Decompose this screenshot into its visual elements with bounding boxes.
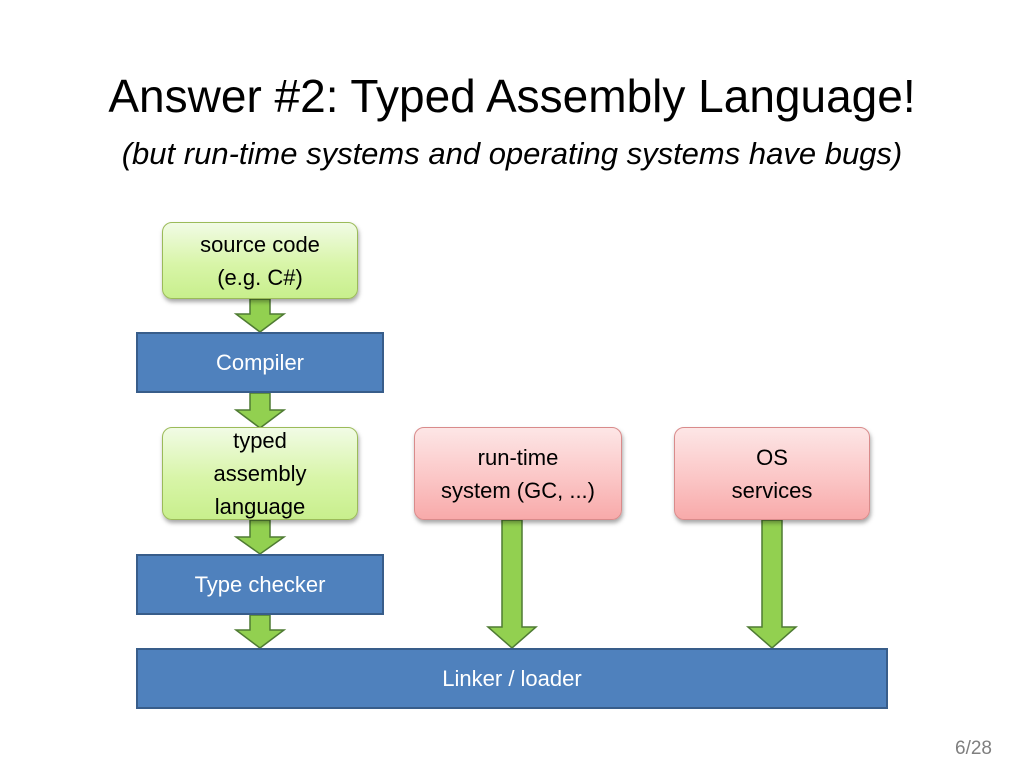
- arrow-typechecker-to-linker: [233, 614, 287, 649]
- arrow-os-to-linker: [746, 519, 798, 649]
- arrow-tal-to-typechecker: [233, 519, 287, 555]
- slide-subtitle: (but run-time systems and operating syst…: [121, 136, 903, 171]
- linker-loader-box: Linker / loader: [136, 648, 888, 709]
- arrow-runtime-to-linker: [486, 519, 538, 649]
- runtime-system-box: run-time system (GC, ...): [414, 427, 622, 520]
- source-code-box: source code (e.g. C#): [162, 222, 358, 299]
- slide-title: Answer #2: Typed Assembly Language!: [108, 70, 916, 122]
- typed-assembly-box: typed assembly language: [162, 427, 358, 520]
- arrow-source-to-compiler: [233, 298, 287, 333]
- arrow-compiler-to-tal: [233, 392, 287, 429]
- os-services-box: OS services: [674, 427, 870, 520]
- page-number: 6/28: [955, 738, 992, 759]
- compiler-box: Compiler: [136, 332, 384, 393]
- type-checker-box: Type checker: [136, 554, 384, 615]
